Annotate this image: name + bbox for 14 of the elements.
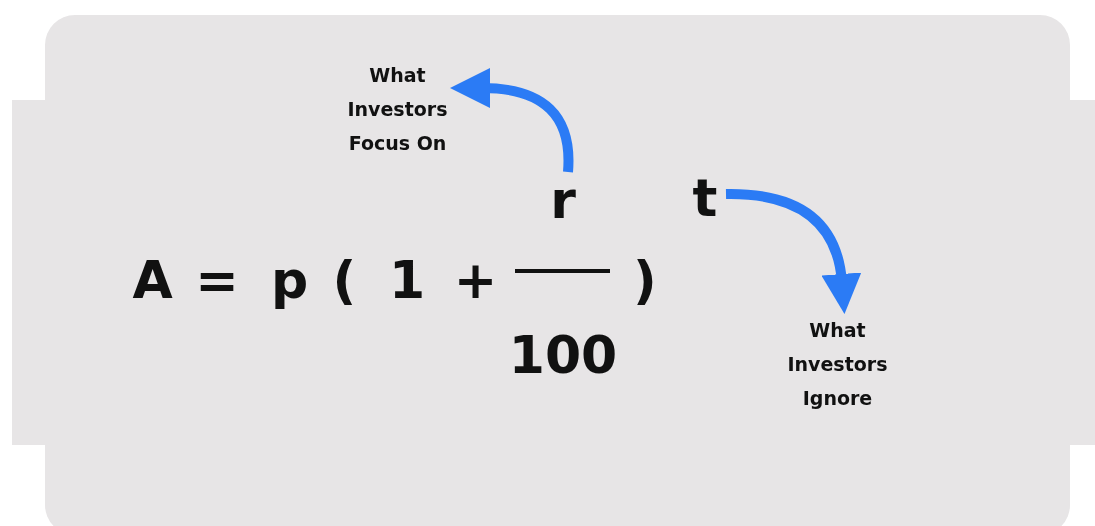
curved-arrow — [450, 68, 574, 173]
formula-symbol: ) — [632, 250, 658, 310]
variable-label: t — [687, 168, 723, 228]
formula-symbol: A — [131, 250, 174, 310]
formula-symbol: 1 — [387, 250, 427, 310]
formula-symbol: 100 — [507, 325, 619, 385]
formula-symbol: p — [269, 250, 310, 310]
formula-symbol: ( — [331, 250, 358, 310]
formula-symbol: = — [194, 250, 240, 310]
variable-label: r — [545, 170, 581, 230]
annotation-text: What Investors Ignore — [760, 313, 915, 415]
annotation-text: What Investors Focus On — [320, 58, 475, 160]
curved-arrow — [725, 189, 861, 314]
formula-symbol: + — [452, 250, 499, 310]
